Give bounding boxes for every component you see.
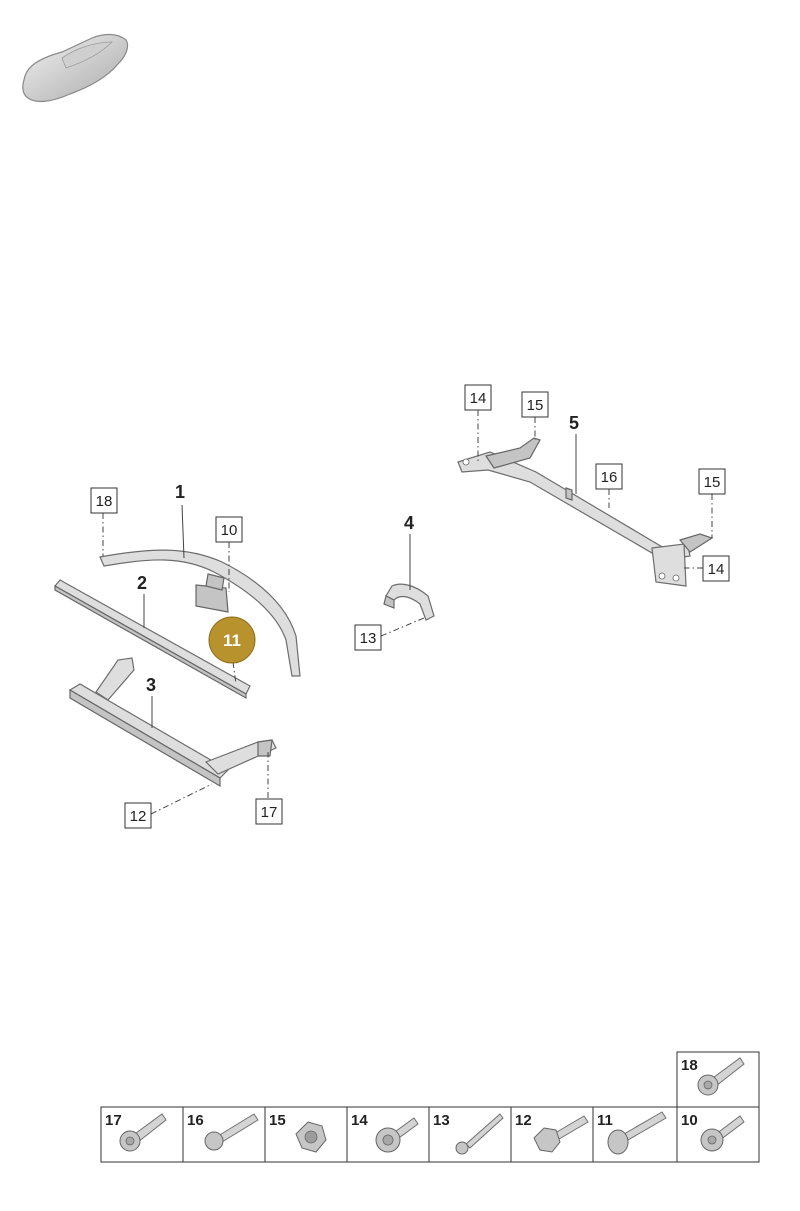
callout-bolt-11: 11 [223, 631, 241, 650]
grid-label-17: 17 [105, 1112, 122, 1129]
grid-label-16: 16 [187, 1112, 204, 1129]
callout-bolt-11-highlight[interactable]: 11 [208, 616, 256, 664]
part-2-bar[interactable] [54, 579, 251, 700]
grid-label-18: 18 [681, 1057, 698, 1074]
car-silhouette-icon [22, 33, 129, 103]
callout-bolt-16: 16 [601, 469, 618, 486]
grid-label-13: 13 [433, 1112, 450, 1129]
callout-bolt-17: 17 [261, 804, 278, 821]
part-5-cross-member[interactable] [457, 437, 714, 587]
grid-label-14: 14 [351, 1112, 368, 1129]
callout-part-2: 2 [137, 573, 147, 593]
parts-grid: 18 17 16 15 14 [100, 1051, 760, 1163]
callout-bolt-15-right: 15 [704, 474, 721, 491]
callout-bolt-14-top: 14 [470, 390, 487, 407]
bolt-13-icon [465, 1113, 504, 1149]
callout-bolt-12: 12 [130, 808, 147, 825]
grid-cell-15[interactable]: 15 [264, 1106, 348, 1163]
callout-part-4: 4 [404, 513, 414, 533]
grid-label-11: 11 [597, 1112, 613, 1129]
callout-bolt-13: 13 [360, 630, 377, 647]
callout-bolt-18: 18 [96, 493, 113, 510]
grid-label-12: 12 [515, 1112, 532, 1129]
callout-part-1: 1 [175, 482, 185, 502]
grid-label-15: 15 [269, 1112, 286, 1129]
grid-cell-13[interactable]: 13 [428, 1106, 512, 1163]
grid-label-10: 10 [681, 1112, 698, 1129]
callout-part-3: 3 [146, 675, 156, 695]
grid-cell-11[interactable]: 11 [592, 1106, 678, 1163]
callout-bolt-15-top: 15 [527, 397, 544, 414]
part-1-cross-member[interactable] [99, 549, 301, 677]
grid-cell-10[interactable]: 10 [676, 1106, 760, 1163]
grid-cell-17[interactable]: 17 [100, 1106, 184, 1163]
grid-cell-18[interactable]: 18 [676, 1051, 760, 1108]
part-4-bracket[interactable] [383, 583, 435, 621]
part-3-bracket-bar[interactable] [68, 657, 277, 788]
grid-cell-14[interactable]: 14 [346, 1106, 430, 1163]
grid-cell-12[interactable]: 12 [510, 1106, 594, 1163]
callout-bolt-10: 10 [221, 522, 238, 539]
callout-bolt-14-right: 14 [708, 561, 725, 578]
grid-cell-16[interactable]: 16 [182, 1106, 266, 1163]
callout-part-5: 5 [569, 413, 579, 433]
